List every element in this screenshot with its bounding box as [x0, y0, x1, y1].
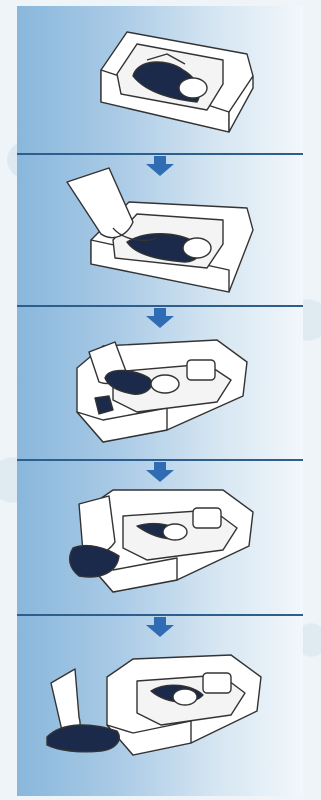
step-divider-3	[17, 459, 303, 461]
step-divider-4	[17, 614, 303, 616]
step-3-foot-pressed-illustration	[17, 312, 303, 452]
step-4-foot-withdrawn-illustration	[17, 468, 303, 608]
step-divider-2	[17, 305, 303, 307]
step-5-foot-covered-illustration	[17, 625, 303, 765]
step-1-machine-illustration	[17, 14, 303, 154]
step-2-foot-entering-illustration	[17, 160, 303, 300]
